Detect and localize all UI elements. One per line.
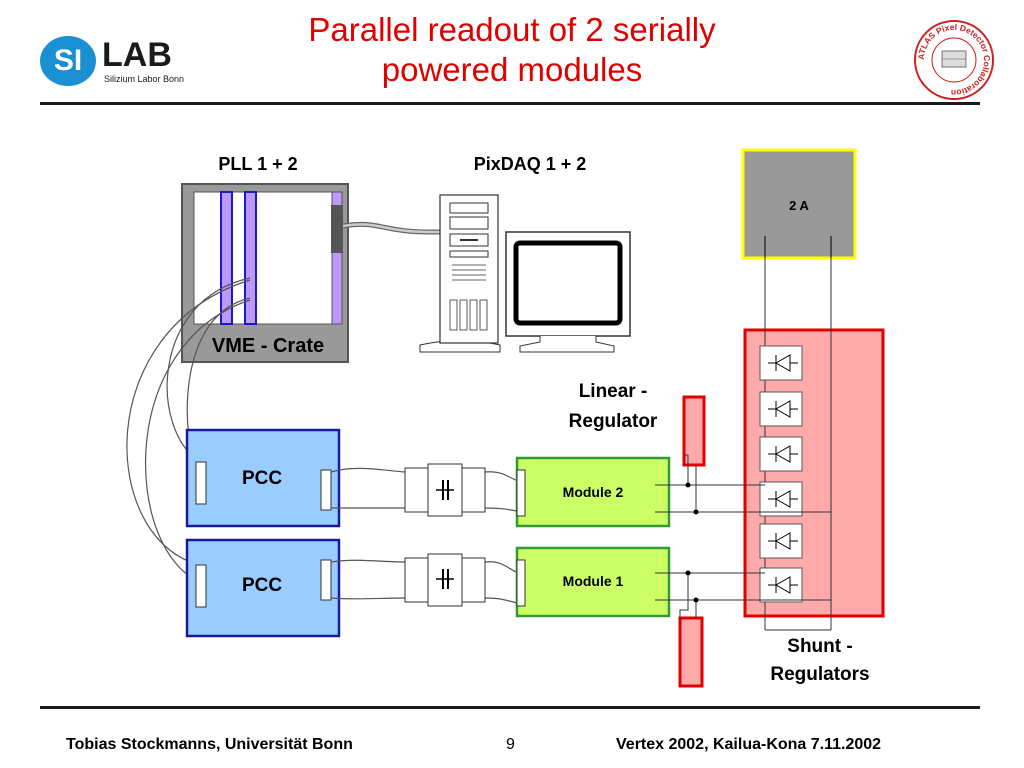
title-line-1: Parallel readout of 2 serially	[308, 11, 716, 48]
vme-crate: VME - Crate	[181, 183, 349, 363]
module-1-label: Module 1	[563, 573, 624, 589]
shunt-diode	[759, 391, 803, 427]
module-2: Module 2	[515, 456, 671, 528]
shunt-diode	[759, 481, 803, 517]
atlas-pixel-stamp: ATLAS Pixel Detector Collaboration	[914, 20, 994, 100]
pll-card-1	[220, 191, 233, 325]
pll-card-2	[244, 191, 257, 325]
footer-event: Vertex 2002, Kailua-Kona 7.11.2002	[616, 736, 882, 753]
pcc-bottom-connector-left	[195, 564, 207, 608]
title-line-2: powered modules	[381, 51, 643, 88]
module-1: Module 1	[515, 546, 671, 618]
pixdaq-card-connector	[331, 205, 343, 253]
decoupling-unit-bottom	[404, 553, 486, 607]
header-rule	[40, 102, 980, 105]
power-supply: 2 A	[741, 148, 857, 260]
pcc-top: PCC	[185, 428, 341, 528]
shunt-diodes	[759, 345, 803, 603]
footer-page-number: 9	[506, 736, 515, 753]
pcc-top-connector-right	[320, 469, 332, 511]
linear-regulator-top	[682, 395, 706, 467]
silab-logo-badge: SI	[40, 36, 96, 86]
pixdaq-monitor	[505, 231, 631, 353]
module-wiring	[655, 454, 831, 620]
pcc-bottom: PCC	[185, 538, 341, 638]
pixdaq-label: PixDAQ 1 + 2	[474, 154, 587, 174]
footer-rule	[40, 706, 980, 709]
wiring-junctions	[685, 482, 699, 603]
pcc-top-connector-left	[195, 461, 207, 505]
shunt-label-1: Shunt -	[787, 636, 852, 657]
slide-title: Parallel readout of 2 serially powered m…	[0, 10, 1024, 90]
silab-logo-subtitle: Silizium Labor Bonn	[104, 74, 185, 84]
pcc-bottom-label: PCC	[242, 575, 282, 596]
shunt-diode	[759, 436, 803, 472]
silab-logo-word: LAB	[102, 36, 172, 74]
silab-logo: SI LAB Silizium Labor Bonn	[40, 36, 200, 90]
pcc-top-label: PCC	[242, 468, 282, 489]
power-supply-label: 2 A	[789, 198, 809, 213]
shunt-label-2: Regulators	[770, 664, 869, 685]
decoupling-unit-top	[404, 463, 486, 517]
linear-regulator-label-1: Linear -	[579, 381, 648, 402]
pixdaq-pc-tower	[419, 194, 501, 353]
footer-author: Tobias Stockmanns, Universität Bonn	[66, 736, 353, 753]
pixdaq-card	[331, 191, 343, 325]
shunt-diode	[759, 523, 803, 559]
pcc-bottom-connector-right	[320, 559, 332, 601]
shunt-diode	[759, 345, 803, 381]
linear-regulator-label-2: Regulator	[569, 411, 658, 432]
pll-label: PLL 1 + 2	[218, 154, 297, 174]
vme-label: VME - Crate	[212, 335, 324, 357]
linear-regulator-bottom	[678, 616, 704, 688]
shunt-diode	[759, 567, 803, 603]
module-2-label: Module 2	[563, 484, 624, 500]
